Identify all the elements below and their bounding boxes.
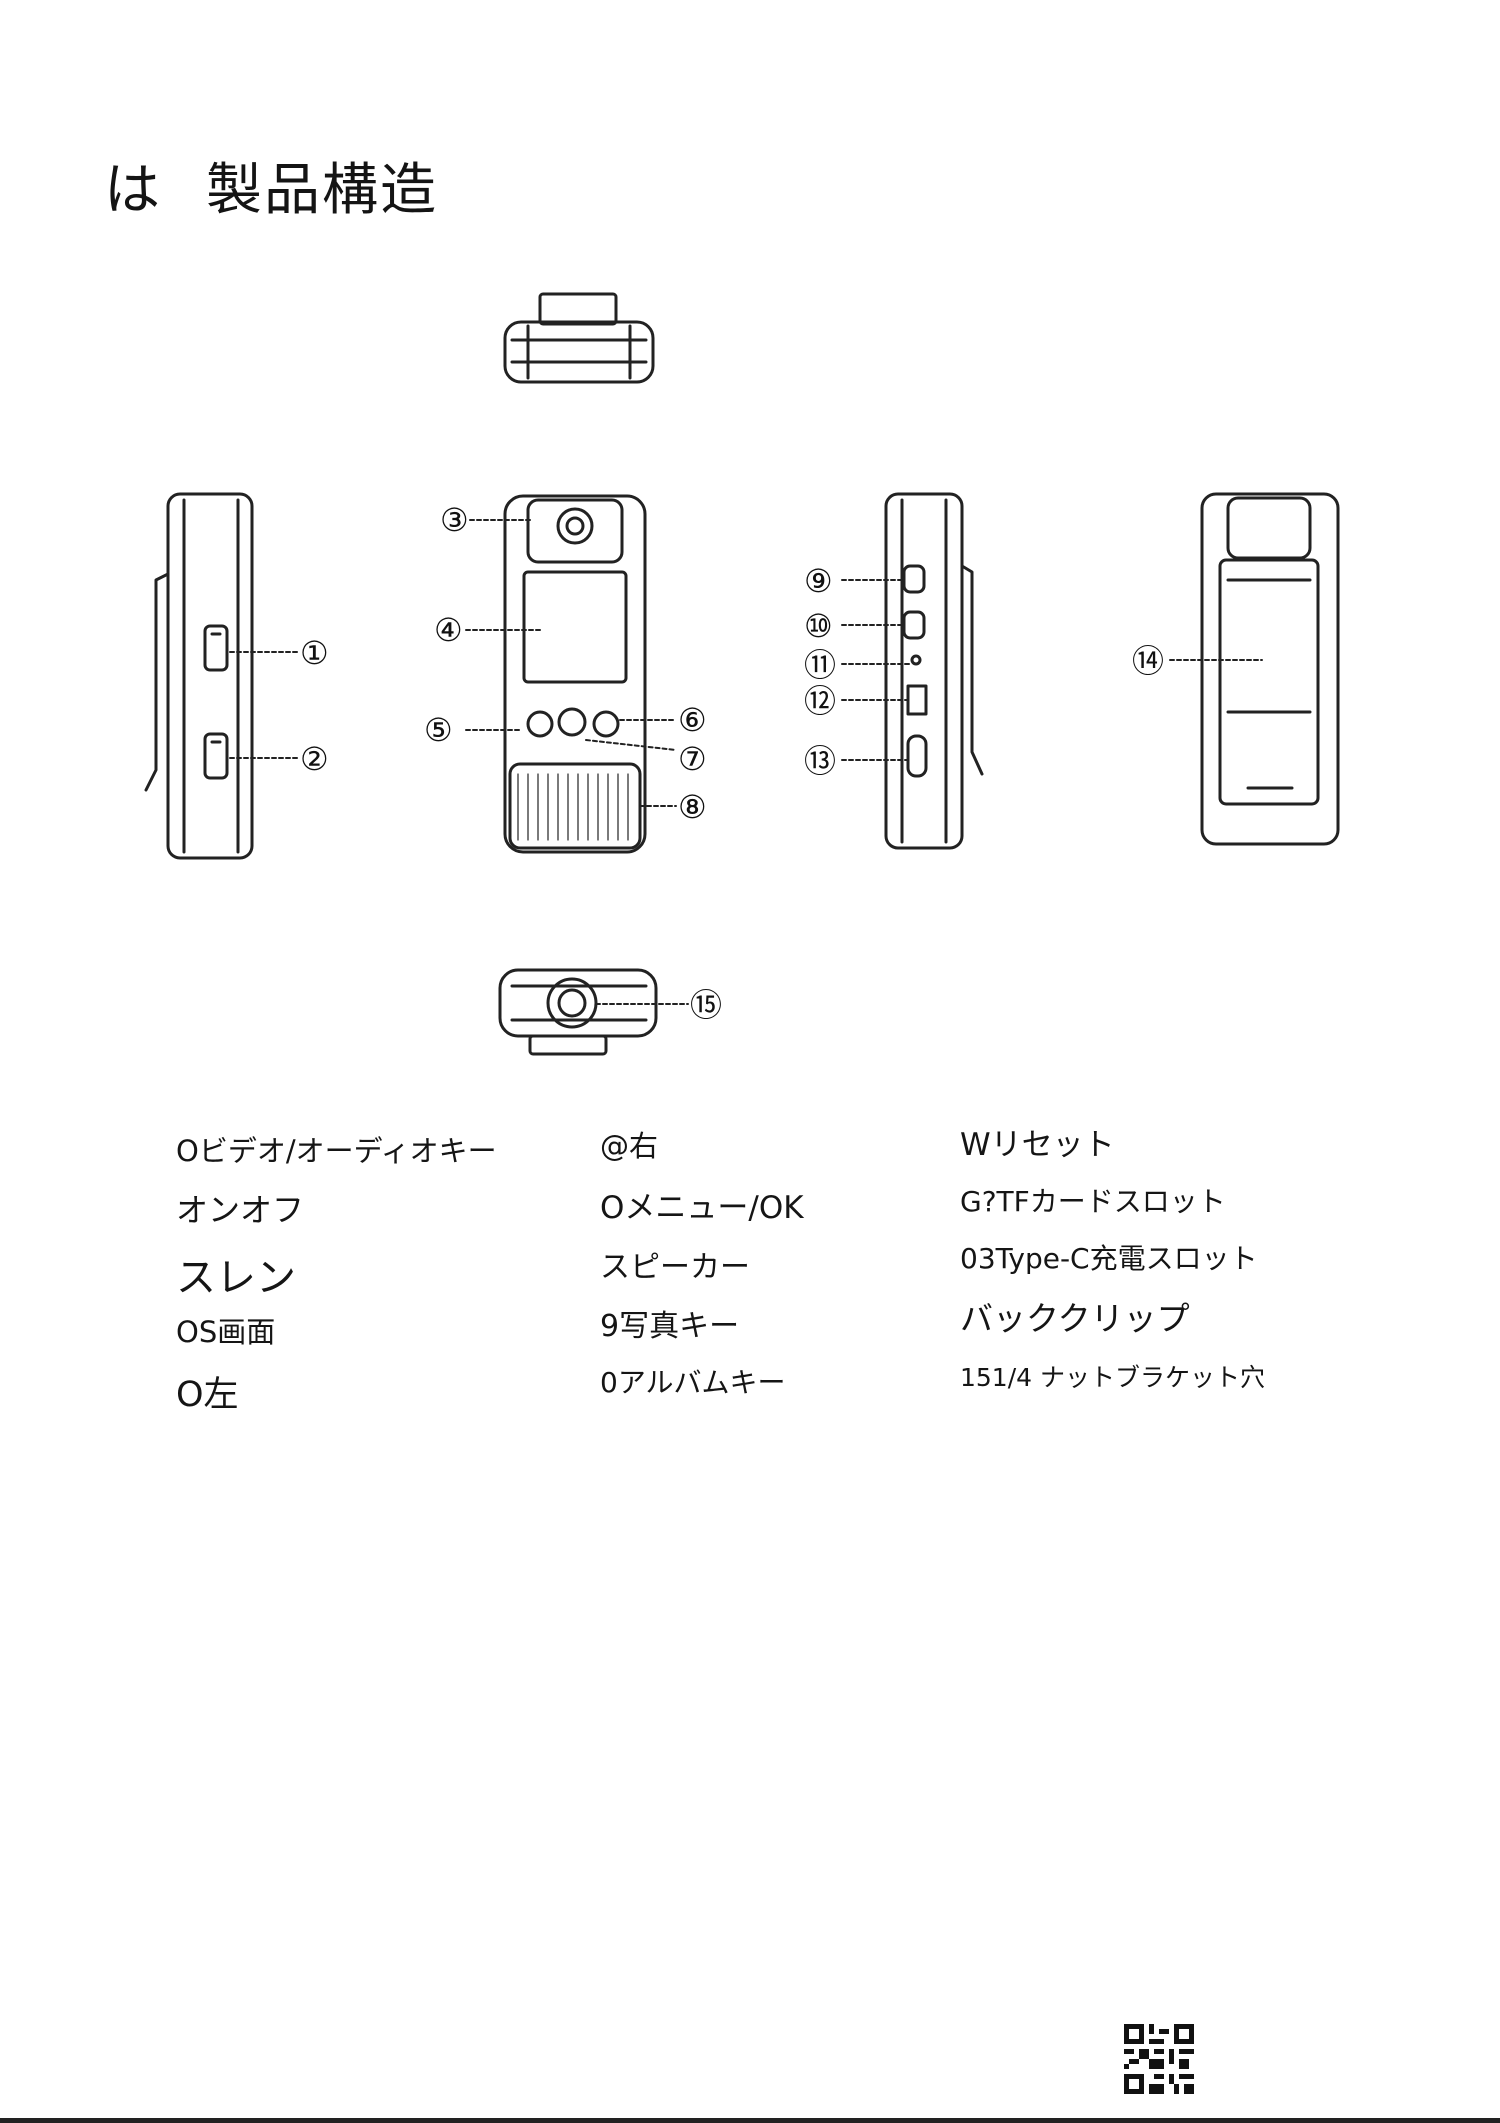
label-left: O左 (176, 1366, 239, 1417)
callout-10: ⑩ (804, 607, 833, 645)
product-structure-diagram: ③ ④ ⑤ ⑥ ⑦ ⑧ ① ② ⑨ ⑩ ⑪ ⑫ ⑬ ⑭ ⑮ (0, 0, 1500, 1100)
top-view-drawing (505, 294, 653, 382)
label-right: @右 (600, 1123, 658, 1165)
callout-6: ⑥ (678, 701, 707, 739)
callout-1: ① (300, 634, 329, 672)
callout-12: ⑫ (804, 682, 836, 720)
back-view-drawing (1202, 494, 1338, 844)
qr-code-icon (1124, 2024, 1194, 2094)
callout-9: ⑨ (804, 562, 833, 600)
label-album-key: 0アルバムキー (600, 1361, 786, 1401)
callout-15: ⑮ (690, 986, 722, 1024)
callout-11: ⑪ (804, 646, 836, 684)
label-back-clip: バッククリップ (960, 1292, 1190, 1340)
label-power-switch: オンオフ (176, 1185, 304, 1231)
label-screen: OS画面 (176, 1309, 275, 1351)
label-reset: Wリセット (960, 1119, 1115, 1164)
label-nut-bracket-hole: 151/4 ナットブラケット穴 (960, 1358, 1265, 1394)
label-lens: スレン (176, 1245, 296, 1303)
callout-14: ⑭ (1132, 642, 1164, 680)
leader-lines (230, 520, 1262, 1004)
callout-3: ③ (440, 501, 469, 539)
label-photo-key: 9写真キー (600, 1301, 739, 1345)
front-view-drawing (505, 496, 645, 852)
left-side-view-drawing (146, 494, 252, 858)
label-speaker: スピーカー (600, 1242, 750, 1286)
label-menu-ok: Oメニュー/OK (600, 1182, 804, 1227)
callout-5: ⑤ (424, 711, 453, 749)
scan-edge-line (0, 2118, 1500, 2123)
callout-4: ④ (434, 611, 463, 649)
callout-7: ⑦ (678, 740, 707, 778)
callout-2: ② (300, 740, 329, 778)
callout-13: ⑬ (804, 742, 836, 780)
label-type-c-slot: 03Type-C充電スロット (960, 1237, 1258, 1277)
label-tf-card-slot: G?TFカードスロット (960, 1180, 1226, 1220)
bottom-view-drawing (500, 970, 656, 1054)
speaker-grille (518, 774, 628, 840)
callout-8: ⑧ (678, 788, 707, 826)
label-video-audio-key: Oビデオ/オーディオキー (176, 1128, 497, 1170)
right-side-view-drawing (886, 494, 982, 848)
